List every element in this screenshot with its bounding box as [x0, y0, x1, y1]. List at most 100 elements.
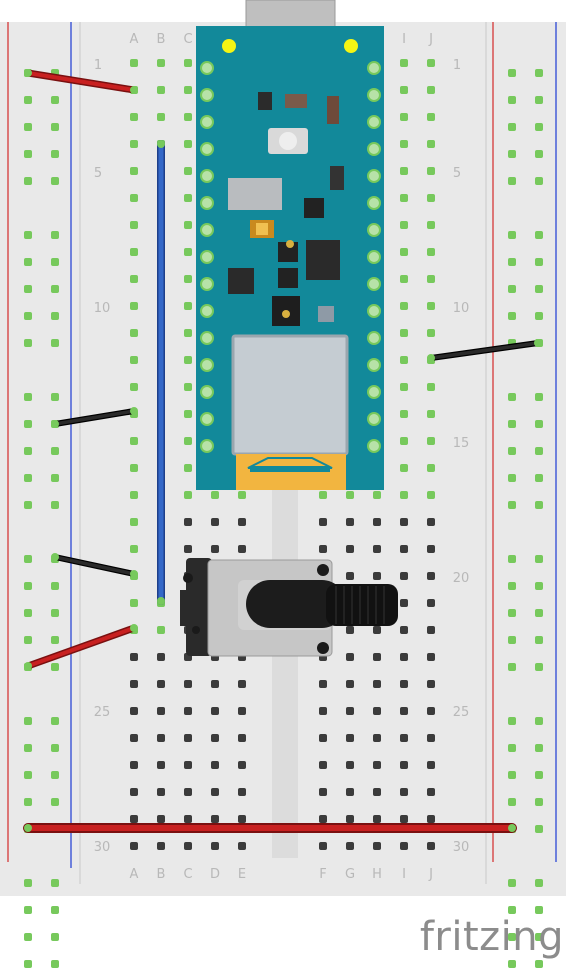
rail-hole	[51, 501, 59, 509]
header-pin	[200, 142, 214, 156]
rail-hole	[508, 960, 516, 968]
rail-hole	[535, 69, 543, 77]
breadboard-hole	[427, 518, 435, 526]
breadboard-hole	[427, 491, 435, 499]
breadboard-hole	[211, 815, 219, 823]
wire-endpoints	[24, 69, 542, 832]
breadboard-hole	[400, 815, 408, 823]
fritzing-logo: fritzing	[419, 914, 564, 960]
header-pin	[367, 331, 381, 345]
breadboard-hole	[346, 707, 354, 715]
rail-hole	[535, 744, 543, 752]
breadboard-hole	[211, 491, 219, 499]
header-pin	[200, 250, 214, 264]
rail-hole	[508, 285, 516, 293]
rail-hole	[24, 906, 32, 914]
breadboard-hole	[157, 626, 165, 634]
rail-hole	[51, 717, 59, 725]
breadboard-hole	[400, 626, 408, 634]
header-pin	[367, 358, 381, 372]
rail-hole	[24, 447, 32, 455]
breadboard-hole	[184, 194, 192, 202]
rail-hole	[508, 447, 516, 455]
rail-hole	[508, 555, 516, 563]
header-pin	[367, 88, 381, 102]
rail-hole	[51, 123, 59, 131]
rail-hole	[24, 285, 32, 293]
breadboard-hole	[211, 788, 219, 796]
rail-hole	[24, 474, 32, 482]
col-label-b: B	[157, 32, 166, 47]
breadboard-hole	[373, 626, 381, 634]
breadboard-hole	[184, 464, 192, 472]
row-label-10-right: 10	[453, 301, 470, 316]
breadboard-hole	[130, 491, 138, 499]
breadboard-hole	[319, 491, 327, 499]
breadboard-hole	[400, 599, 408, 607]
breadboard-hole	[130, 707, 138, 715]
rail-hole	[51, 393, 59, 401]
rail-hole	[508, 420, 516, 428]
col-label-c-bottom: C	[183, 867, 192, 882]
breadboard-hole	[130, 437, 138, 445]
rail-hole	[535, 123, 543, 131]
row-label-5-right: 5	[453, 166, 461, 181]
breadboard-hole	[184, 410, 192, 418]
breadboard-hole	[184, 383, 192, 391]
breadboard-hole	[427, 815, 435, 823]
breadboard-hole	[238, 761, 246, 769]
breadboard-hole	[211, 761, 219, 769]
breadboard-hole	[130, 221, 138, 229]
header-pin	[367, 61, 381, 75]
rail-hole	[508, 474, 516, 482]
breadboard-hole	[373, 518, 381, 526]
rail-hole	[508, 177, 516, 185]
row-label-25-right: 25	[453, 705, 470, 720]
header-pin	[200, 223, 214, 237]
breadboard-hole	[211, 545, 219, 553]
breadboard-hole	[400, 734, 408, 742]
row-label-1-left: 1	[94, 58, 102, 73]
breadboard-hole	[238, 491, 246, 499]
breadboard-hole	[130, 194, 138, 202]
col-label-j: J	[428, 32, 433, 47]
col-label-f-bottom: F	[319, 867, 326, 882]
rail-hole	[24, 771, 32, 779]
potentiometer	[180, 558, 398, 657]
rail-hole	[535, 312, 543, 320]
breadboard-hole	[184, 680, 192, 688]
col-label-a-bottom: A	[130, 867, 139, 882]
breadboard-hole	[400, 410, 408, 418]
breadboard-hole	[427, 59, 435, 67]
breadboard-hole	[157, 788, 165, 796]
breadboard-hole	[427, 545, 435, 553]
header-pin	[200, 331, 214, 345]
breadboard-hole	[427, 599, 435, 607]
breadboard-hole	[130, 653, 138, 661]
breadboard-hole	[427, 383, 435, 391]
breadboard-hole	[130, 599, 138, 607]
rail-hole	[24, 177, 32, 185]
rail-hole	[508, 771, 516, 779]
header-pin	[367, 304, 381, 318]
rail-hole	[51, 636, 59, 644]
breadboard-hole	[157, 815, 165, 823]
rail-hole	[24, 555, 32, 563]
breadboard-hole	[427, 275, 435, 283]
rail-hole	[508, 582, 516, 590]
row-label-10-left: 10	[94, 301, 111, 316]
header-pin	[367, 277, 381, 291]
rail-hole	[24, 609, 32, 617]
rail-hole	[535, 717, 543, 725]
rail-hole	[51, 285, 59, 293]
breadboard-hole	[346, 518, 354, 526]
rail-hole	[508, 501, 516, 509]
breadboard-hole	[130, 248, 138, 256]
breadboard-hole	[184, 761, 192, 769]
breadboard-hole	[211, 842, 219, 850]
breadboard-hole	[427, 707, 435, 715]
breadboard-hole	[400, 464, 408, 472]
breadboard-hole	[400, 572, 408, 580]
breadboard-hole	[157, 761, 165, 769]
rail-hole	[508, 96, 516, 104]
